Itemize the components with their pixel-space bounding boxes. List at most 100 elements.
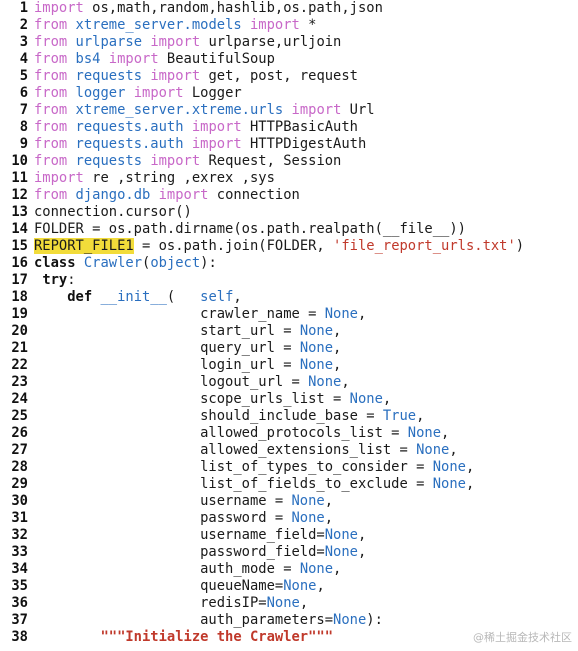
line-number: 34 (11, 561, 28, 577)
line-number: 26 (11, 425, 28, 441)
code-token-id: , (324, 510, 334, 526)
code-token-id (67, 153, 75, 169)
line-number: 32 (11, 527, 28, 543)
line-number: 18 (11, 289, 28, 305)
code-token-id (150, 187, 158, 203)
code-line[interactable]: 23 logout_url = None, (0, 374, 578, 391)
code-token-id: , (465, 476, 475, 492)
code-line[interactable]: 17 try: (0, 272, 578, 289)
code-line[interactable]: 19 crawler_name = None, (0, 306, 578, 323)
code-line[interactable]: 26 allowed_protocols_list = None, (0, 425, 578, 442)
code-line[interactable]: 34 auth_mode = None, (0, 561, 578, 578)
code-token-id: , (357, 527, 367, 543)
code-line[interactable]: 36 redisIP=None, (0, 595, 578, 612)
code-line[interactable]: 38 """Initialize the Crawler""" (0, 629, 578, 646)
code-text: query_url = None, (34, 340, 341, 357)
code-token-id: logout_url = (34, 374, 309, 390)
code-token-id: , (333, 357, 342, 373)
code-line[interactable]: 35 queueName=None, (0, 578, 578, 595)
line-number: 12 (11, 187, 28, 203)
code-token-id (67, 34, 75, 50)
code-token-kw: from (34, 119, 68, 135)
line-number: 37 (11, 612, 28, 628)
code-token-kw: from (34, 85, 68, 101)
code-token-id: * (299, 17, 317, 33)
code-token-kw: from (34, 68, 68, 84)
code-line[interactable]: 28 list_of_types_to_consider = None, (0, 459, 578, 476)
code-line[interactable]: 27 allowed_extensions_list = None, (0, 442, 578, 459)
code-line[interactable]: 32 username_field=None, (0, 527, 578, 544)
code-line[interactable]: 37 auth_parameters=None): (0, 612, 578, 629)
code-token-id: , (333, 323, 342, 339)
code-token-const: None (349, 391, 383, 407)
code-token-id: query_url = (34, 340, 300, 356)
code-token-kw: import (150, 34, 201, 50)
line-number: 35 (11, 578, 28, 594)
code-token-id: ): (200, 255, 217, 271)
code-token-mod: requests (75, 68, 142, 84)
code-text: from xtreme_server.xtreme.urls import Ur… (34, 102, 375, 119)
code-token-id: redisIP= (34, 595, 267, 611)
code-token-const: None (291, 493, 325, 509)
code-token-kw: from (34, 187, 68, 203)
code-token-id: username = (34, 493, 292, 509)
code-token-id: , (441, 425, 450, 441)
code-token-id (67, 17, 75, 33)
code-token-id: Url (341, 102, 375, 118)
code-line[interactable]: 25 should_include_base = True, (0, 408, 578, 425)
code-token-id: scope_urls_list = (34, 391, 350, 407)
code-token-mod: requests.auth (75, 119, 184, 135)
code-token-doc: """Initialize the Crawler""" (100, 629, 334, 645)
code-token-id: ( (166, 289, 201, 305)
code-token-id (67, 136, 75, 152)
code-token-kwb: def (67, 289, 93, 305)
code-token-const: None (299, 357, 334, 373)
code-token-id: FOLDER = os.path.dirname(os.path.realpat… (34, 221, 466, 237)
code-text: scope_urls_list = None, (34, 391, 391, 408)
code-text: auth_parameters=None): (34, 612, 383, 629)
code-line[interactable]: 24 scope_urls_list = None, (0, 391, 578, 408)
code-line[interactable]: 29 list_of_fields_to_exclude = None, (0, 476, 578, 493)
code-line[interactable]: 33 password_field=None, (0, 544, 578, 561)
code-line[interactable]: 18 def __init__( self, (0, 289, 578, 306)
line-number: 28 (11, 459, 28, 475)
code-token-hl: REPORT_FILE1 (34, 238, 134, 254)
code-token-kw: import (133, 85, 184, 101)
code-token-kw: from (34, 102, 68, 118)
code-line[interactable]: 31 password = None, (0, 510, 578, 527)
code-token-mod: xtreme_server.models (75, 17, 242, 33)
code-token-const: None (308, 374, 342, 390)
code-text: redisIP=None, (34, 595, 308, 612)
code-token-const: None (283, 578, 317, 594)
code-token-id (67, 68, 75, 84)
code-token-id: , (316, 578, 325, 594)
code-line[interactable]: 22 login_url = None, (0, 357, 578, 374)
code-line[interactable]: 30 username = None, (0, 493, 578, 510)
line-number: 22 (11, 357, 28, 373)
code-text: FOLDER = os.path.dirname(os.path.realpat… (34, 221, 466, 238)
code-token-const: None (324, 306, 358, 322)
code-token-id: , (299, 595, 309, 611)
line-number: 5 (19, 68, 28, 84)
code-line[interactable]: 20 start_url = None, (0, 323, 578, 340)
code-line[interactable]: 21 query_url = None, (0, 340, 578, 357)
line-number: 19 (11, 306, 28, 322)
code-token-id (67, 51, 75, 67)
